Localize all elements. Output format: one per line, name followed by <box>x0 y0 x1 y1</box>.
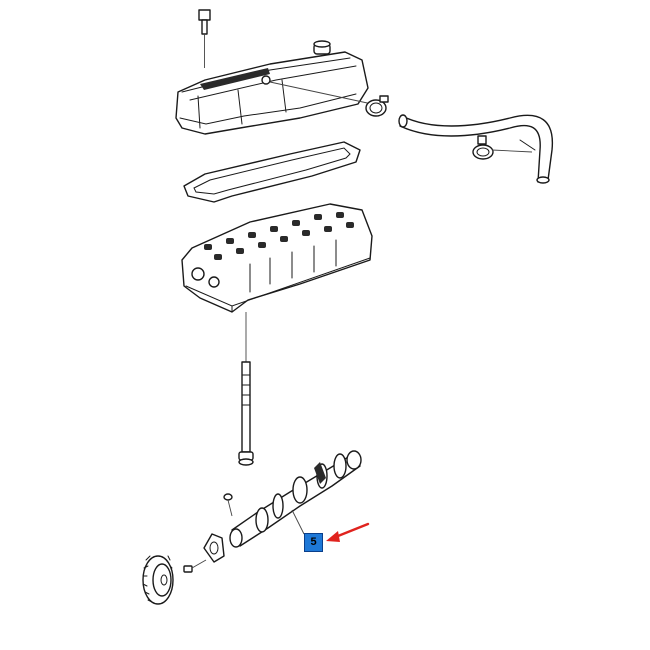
cylinder-head-icon <box>181 203 373 362</box>
bolt-icon <box>198 9 211 68</box>
valve-cover-gasket-icon <box>183 141 361 203</box>
valve-cover-icon <box>175 40 373 135</box>
hose-clamp-icon <box>365 95 389 117</box>
camshaft-icon <box>229 450 362 548</box>
camshaft-gear-icon <box>142 555 207 605</box>
breather-hose-icon <box>398 114 554 184</box>
gear-bolt-icon <box>183 559 207 573</box>
head-bolt-icon <box>238 361 254 466</box>
dowel-pin-icon <box>223 493 233 517</box>
part-callout-5[interactable]: 5 <box>304 533 323 552</box>
thrust-plate-icon <box>203 533 225 563</box>
arrow-icon <box>326 522 370 542</box>
